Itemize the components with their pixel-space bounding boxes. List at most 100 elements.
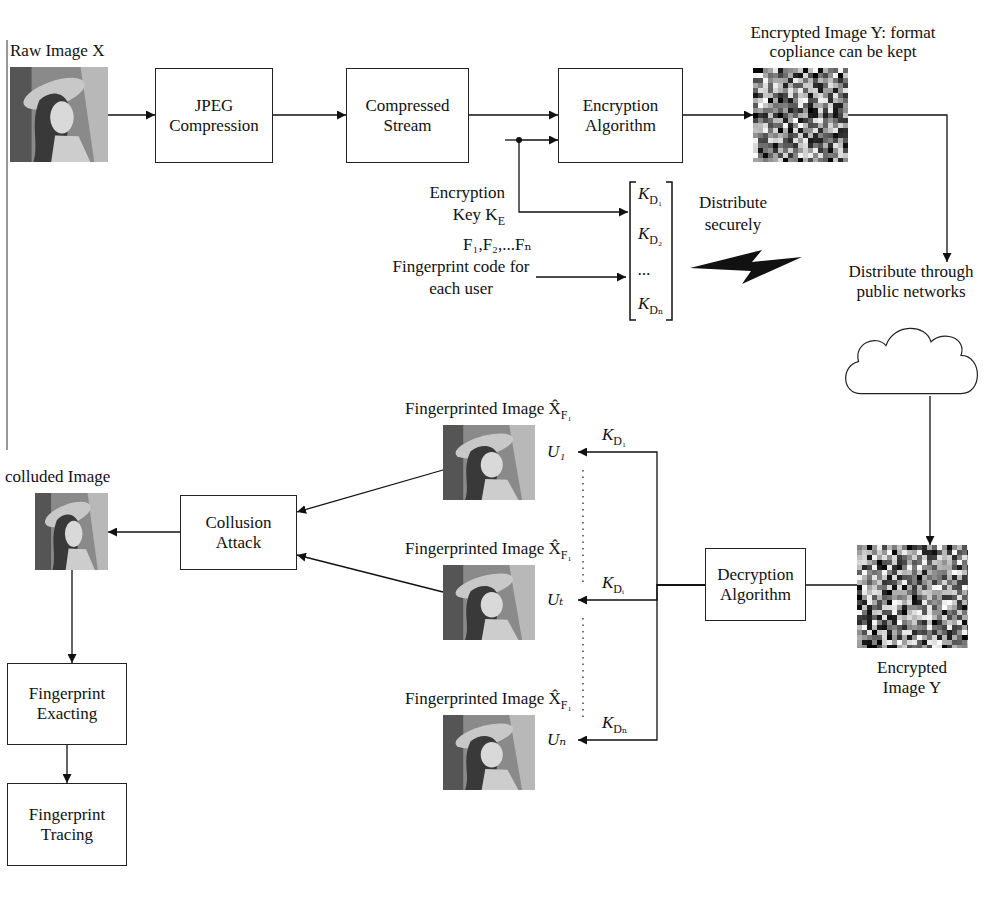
noise-pixel (962, 635, 967, 640)
noise-pixel (857, 620, 862, 625)
noise-pixel (947, 565, 952, 570)
noise-pixel (912, 605, 917, 610)
noise-pixel (917, 595, 922, 600)
noise-pixel (957, 560, 962, 565)
noise-pixel (877, 605, 882, 610)
noise-pixel (902, 555, 907, 560)
noise-pixel (917, 590, 922, 595)
noise-pixel (758, 78, 763, 83)
key-subscript: Dₙ (649, 303, 663, 317)
noise-pixel (768, 88, 773, 93)
noise-pixel (882, 550, 887, 555)
noise-pixel (768, 133, 773, 138)
noise-pixel (793, 98, 798, 103)
noise-pixel (897, 565, 902, 570)
noise-pixel (897, 550, 902, 555)
noise-pixel (897, 560, 902, 565)
noise-pixel (768, 153, 773, 158)
noise-pixel (922, 585, 927, 590)
noise-pixel (957, 600, 962, 605)
noise-pixel (877, 575, 882, 580)
noise-pixel (838, 103, 843, 108)
noise-pixel (783, 113, 788, 118)
noise-pixel (872, 565, 877, 570)
noise-pixel (967, 645, 968, 648)
noise-pixel (967, 605, 968, 610)
noise-pixel (947, 605, 952, 610)
noise-pixel (922, 630, 927, 635)
bracket-line (666, 182, 672, 320)
noise-pixel (932, 555, 937, 560)
noise-pixel (947, 550, 952, 555)
noise-pixel (942, 550, 947, 555)
noise-pixel (828, 83, 833, 88)
dotted-line (582, 470, 584, 585)
noise-pixel (892, 550, 897, 555)
noise-pixel (867, 545, 872, 550)
label-subscript: Dₙ (613, 722, 627, 736)
image-caption: Fingerprinted Image X̂ (405, 399, 561, 418)
noise-pixel (962, 570, 967, 575)
noise-pixel (813, 158, 818, 162)
noise-pixel (798, 78, 803, 83)
noise-pixel (902, 595, 907, 600)
noise-pixel (768, 113, 773, 118)
noise-pixel (773, 73, 778, 78)
noise-pixel (793, 138, 798, 143)
label-group: Encryption Key KE (420, 182, 505, 226)
noise-pixel (912, 620, 917, 625)
noise-pixel (902, 575, 907, 580)
noise-pixel (763, 113, 768, 118)
noise-pixel (818, 103, 823, 108)
noise-pixel (758, 118, 763, 123)
noise-pixel (867, 585, 872, 590)
image-node: Raw Image X (10, 67, 108, 162)
noise-pixel (798, 133, 803, 138)
noise-pixel (773, 78, 778, 83)
noise-pixel (957, 585, 962, 590)
noise-pixel (932, 610, 937, 615)
connector-arrow (578, 452, 705, 585)
noise-pixel (922, 570, 927, 575)
noise-pixel (967, 570, 968, 575)
noise-pixel (773, 118, 778, 123)
noise-pixel (818, 108, 823, 113)
noise-pixel (758, 68, 763, 73)
noise-pixel (838, 153, 843, 158)
noise-pixel (932, 615, 937, 620)
noise-pixel (838, 68, 843, 73)
noise-pixel (818, 143, 823, 148)
noise-pixel (952, 630, 957, 635)
noise-pixel (857, 625, 862, 630)
noise-pixel (862, 645, 867, 648)
noise-pixel (803, 98, 808, 103)
noise-pixel (967, 560, 968, 565)
noise-pixel (783, 153, 788, 158)
noise-pixel (937, 595, 942, 600)
noise-pixel (857, 590, 862, 595)
annotation-label: Fingerprint code for each user (393, 257, 530, 298)
noise-pixel (828, 78, 833, 83)
noise-pixel (803, 78, 808, 83)
noise-pixel (872, 610, 877, 615)
noise-pixel (833, 148, 838, 153)
noise-pixel (862, 580, 867, 585)
noise-pixel (838, 118, 843, 123)
noise-pixel (922, 550, 927, 555)
noise-pixel (783, 138, 788, 143)
noise-pixel (857, 545, 862, 550)
process-box: Encryption Algorithm (558, 68, 683, 163)
noise-pixel (773, 108, 778, 113)
noise-pixel (763, 83, 768, 88)
fingerprint-arrow (536, 276, 626, 277)
noise-pixel (927, 575, 932, 580)
noise-pixel (823, 158, 828, 162)
noise-pixel (793, 128, 798, 133)
process-box: Fingerprint Exacting (7, 663, 127, 745)
noise-pixel (828, 93, 833, 98)
noise-pixel (907, 645, 912, 648)
noise-pixel (803, 93, 808, 98)
noise-pixel (912, 580, 917, 585)
noise-pixel (833, 93, 838, 98)
noise-pixel (808, 118, 813, 123)
